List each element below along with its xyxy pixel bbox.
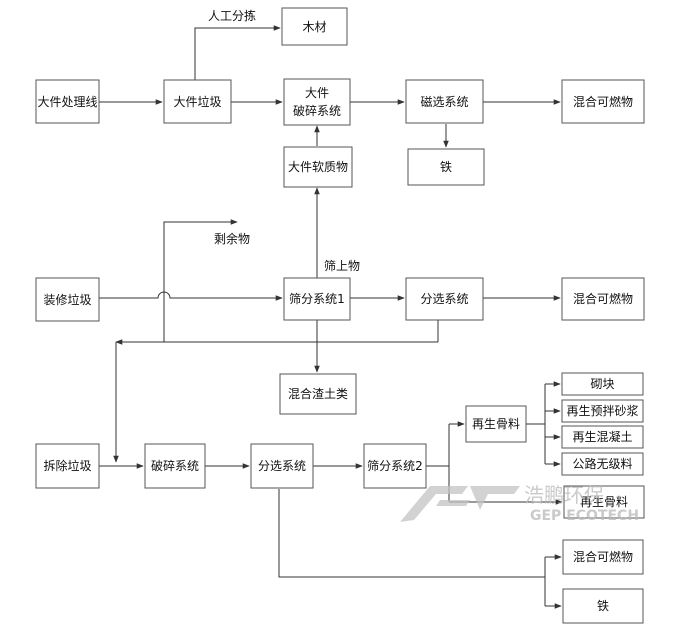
watermark-en: GEP ECOTECH	[530, 508, 639, 524]
svg-text:再生骨料: 再生骨料	[580, 495, 628, 509]
node-bulky-crush: 大件 破碎系统	[283, 78, 351, 126]
node-recycled-agg: 再生骨料	[465, 405, 527, 443]
edges	[99, 25, 563, 609]
svg-text:磁选系统: 磁选系统	[420, 94, 468, 109]
svg-text:混合可燃物: 混合可燃物	[573, 549, 633, 564]
node-bulky-line: 大件处理线	[35, 79, 100, 124]
svg-text:分选系统: 分选系统	[258, 459, 306, 473]
node-premix-mortar: 再生预拌砂浆	[561, 399, 644, 423]
svg-text:再生混凝土: 再生混凝土	[572, 429, 632, 444]
node-crush: 破碎系统	[144, 443, 206, 489]
edge-renowaste-to-screen1	[99, 291, 283, 301]
svg-text:破碎系统: 破碎系统	[151, 458, 199, 473]
gep-logo-mark	[400, 486, 520, 522]
node-mixed-soil: 混合渣土类	[279, 373, 357, 415]
svg-text:大件垃圾: 大件垃圾	[173, 94, 221, 109]
svg-text:铁: 铁	[597, 599, 609, 613]
edge-labels: 人工分拣 剩余物 筛上物	[208, 8, 360, 273]
node-screen-1: 筛分系统1	[283, 277, 351, 321]
node-iron-2: 铁	[562, 588, 644, 624]
node-recycled-concrete: 再生混凝土	[561, 425, 644, 449]
node-screen-2: 筛分系统2	[363, 443, 427, 489]
node-mixed-fuel-3: 混合可燃物	[562, 539, 644, 575]
nodes: 大件处理线 大件垃圾 木材 大件 破碎系统 磁选系统 混合可燃物 铁	[35, 7, 645, 624]
svg-text:大件软质物: 大件软质物	[288, 160, 348, 174]
node-iron-1: 铁	[407, 148, 485, 186]
svg-text:公路无级料: 公路无级料	[572, 456, 632, 471]
node-bulky-soft: 大件软质物	[283, 146, 353, 188]
svg-text:混合渣土类: 混合渣土类	[288, 386, 348, 401]
watermark-cn: 浩鹏环保	[524, 483, 604, 507]
node-reno-waste: 装修垃圾	[35, 277, 100, 322]
svg-text:再生预拌砂浆: 再生预拌砂浆	[566, 403, 638, 418]
node-mixed-fuel-1: 混合可燃物	[561, 79, 645, 124]
node-block: 砌块	[561, 372, 644, 396]
svg-text:再生骨料: 再生骨料	[472, 417, 520, 431]
node-wood: 木材	[281, 7, 348, 46]
node-recycled-agg-2: 再生骨料	[563, 485, 645, 519]
watermark: 浩鹏环保 GEP ECOTECH	[400, 483, 639, 524]
node-bulky-waste: 大件垃圾	[163, 79, 232, 124]
label-residue: 剩余物	[214, 231, 250, 246]
svg-text:分选系统: 分选系统	[420, 292, 468, 306]
node-sort-1: 分选系统	[405, 277, 484, 321]
svg-text:混合可燃物: 混合可燃物	[573, 94, 633, 109]
svg-text:筛分系统1: 筛分系统1	[289, 291, 345, 306]
edge-bulkywaste-to-wood	[194, 25, 281, 80]
svg-text:砌块: 砌块	[590, 377, 614, 391]
svg-text:木材: 木材	[302, 20, 326, 34]
label-manual-sort: 人工分拣	[208, 8, 256, 23]
node-magnetic: 磁选系统	[405, 79, 484, 124]
svg-text:筛分系统2: 筛分系统2	[367, 458, 423, 473]
node-road-base: 公路无级料	[561, 452, 644, 476]
svg-text:大件处理线: 大件处理线	[37, 95, 97, 109]
svg-text:拆除垃圾: 拆除垃圾	[43, 458, 91, 473]
node-mixed-fuel-2: 混合可燃物	[561, 277, 645, 321]
edge-sort2-down	[278, 489, 545, 578]
label-oversize: 筛上物	[324, 258, 360, 273]
node-demo-waste: 拆除垃圾	[35, 443, 100, 489]
node-sort-2: 分选系统	[250, 443, 314, 489]
edge-residue-loop	[163, 219, 238, 342]
svg-text:破碎系统: 破碎系统	[293, 103, 341, 118]
svg-text:大件: 大件	[305, 86, 329, 100]
svg-text:混合可燃物: 混合可燃物	[573, 291, 633, 306]
svg-text:装修垃圾: 装修垃圾	[43, 292, 91, 307]
svg-text:铁: 铁	[440, 160, 452, 174]
